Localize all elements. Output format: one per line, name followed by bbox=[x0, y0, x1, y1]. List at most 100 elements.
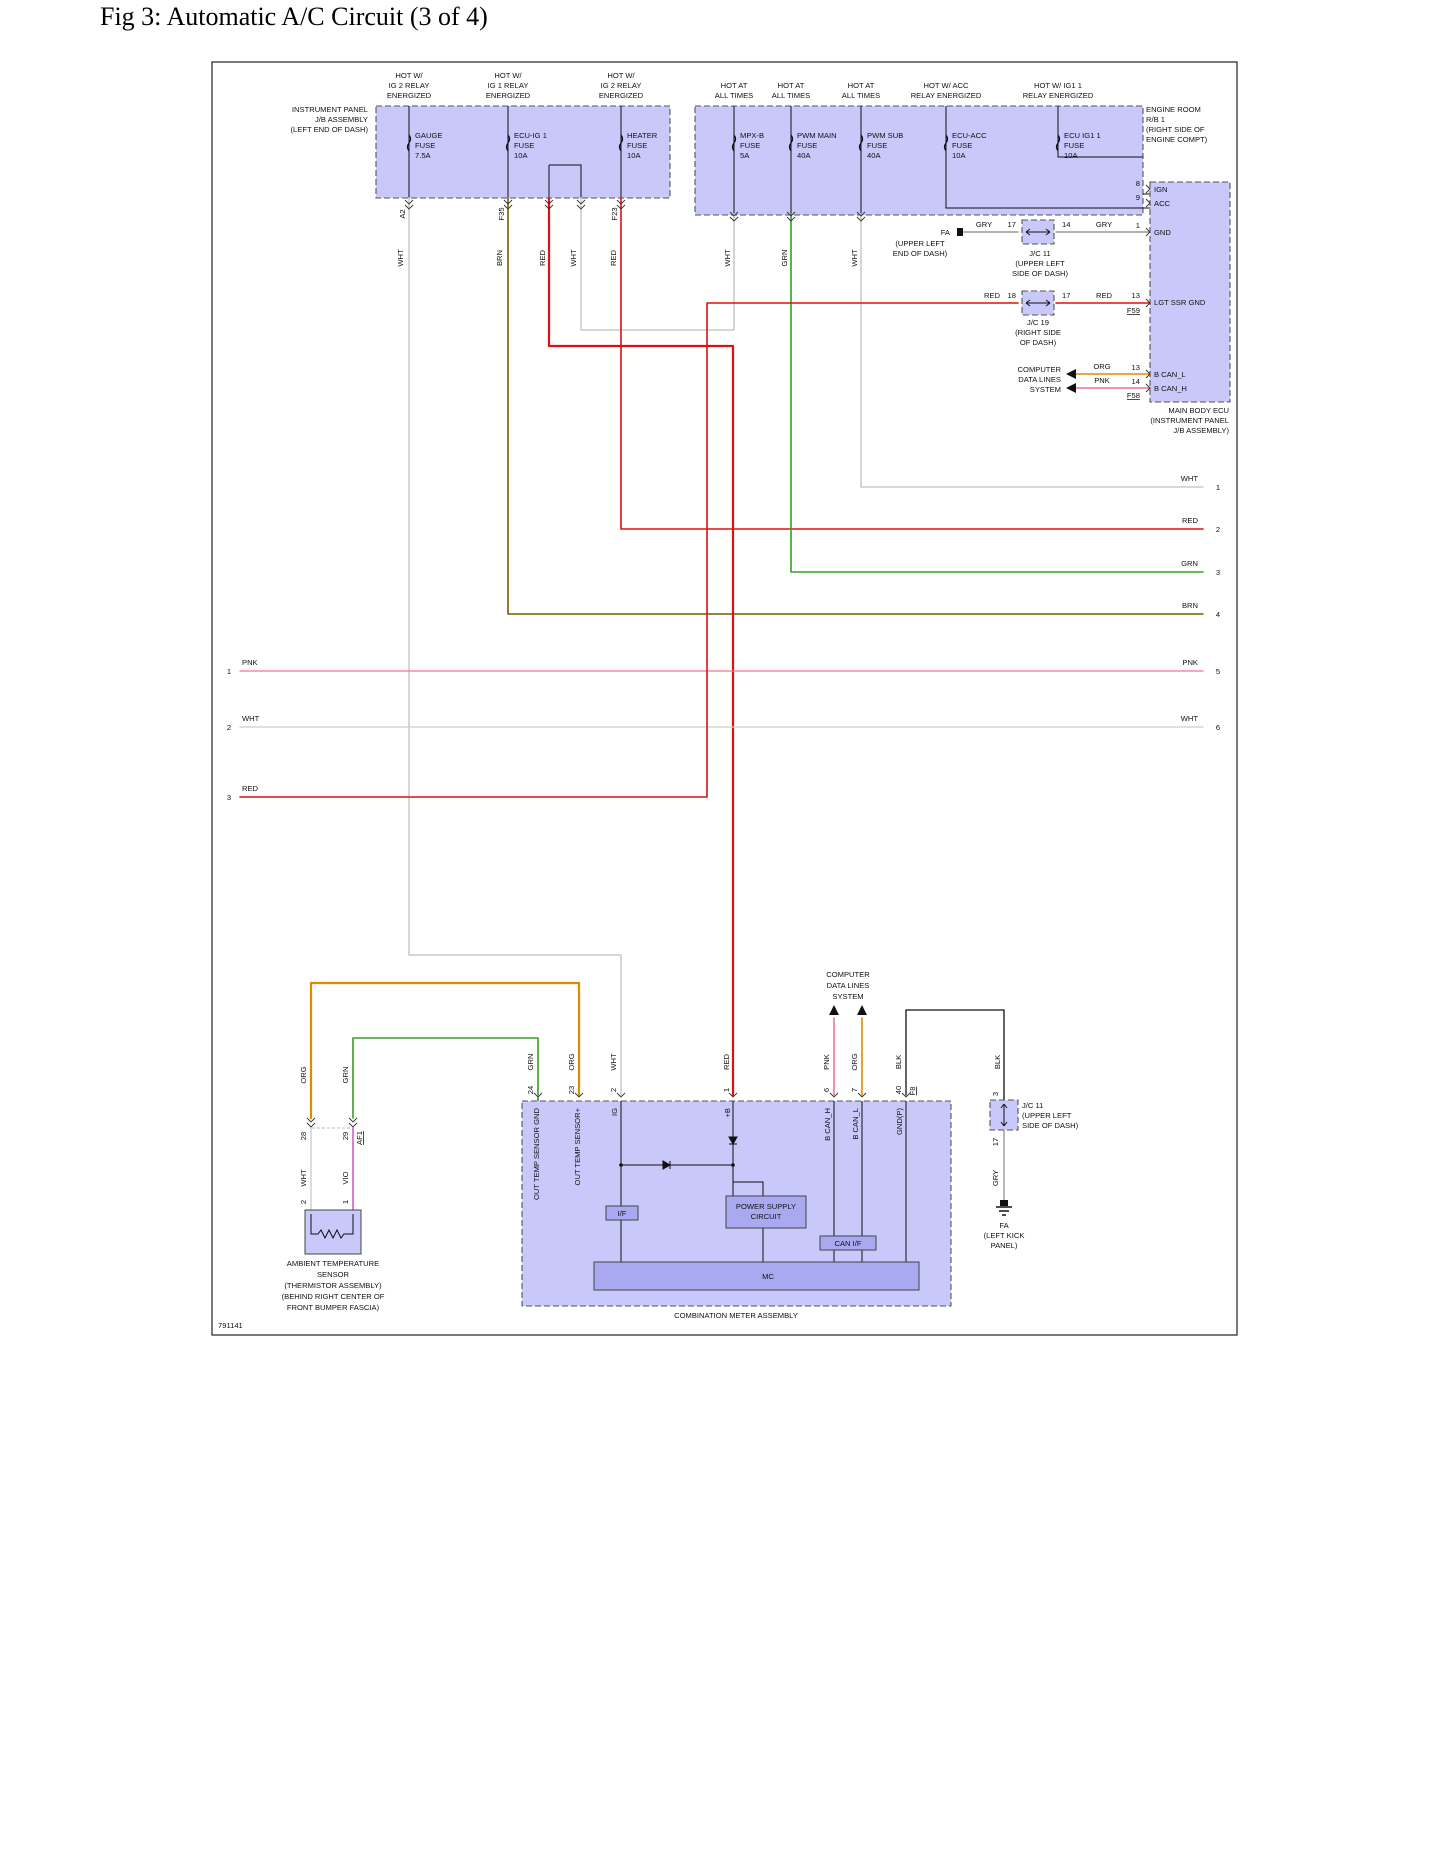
svg-text:ACC: ACC bbox=[1154, 199, 1171, 208]
svg-text:ECU-ACC: ECU-ACC bbox=[952, 131, 987, 140]
svg-text:(RIGHT SIDE: (RIGHT SIDE bbox=[1015, 328, 1061, 337]
svg-text:SENSOR: SENSOR bbox=[317, 1270, 350, 1279]
svg-text:COMPUTER: COMPUTER bbox=[1018, 365, 1062, 374]
svg-text:GRN: GRN bbox=[1181, 559, 1198, 568]
svg-text:GRN: GRN bbox=[341, 1067, 350, 1084]
svg-text:ALL TIMES: ALL TIMES bbox=[715, 91, 753, 100]
svg-text:5: 5 bbox=[1216, 667, 1220, 676]
ip-connector-labels: A2 F35 F23 WHT BRN RED WHT RED WHT GRN W… bbox=[396, 207, 859, 266]
svg-text:13: 13 bbox=[1132, 363, 1140, 372]
svg-text:MAIN BODY ECU: MAIN BODY ECU bbox=[1168, 406, 1229, 415]
svg-text:B CAN_L: B CAN_L bbox=[851, 1108, 860, 1140]
svg-text:SYSTEM: SYSTEM bbox=[1030, 385, 1061, 394]
jc19-circuit: RED 18 17 RED J/C 19 (RIGHT SIDE OF DASH… bbox=[984, 290, 1113, 347]
svg-text:ORG: ORG bbox=[850, 1053, 859, 1070]
svg-text:2: 2 bbox=[227, 723, 231, 732]
fuse-icon bbox=[1055, 134, 1061, 152]
svg-text:17: 17 bbox=[1008, 220, 1016, 229]
svg-text:J/B ASSEMBLY: J/B ASSEMBLY bbox=[315, 115, 368, 124]
svg-text:HOT AT: HOT AT bbox=[721, 81, 748, 90]
fuse-icon bbox=[618, 134, 624, 152]
svg-text:3: 3 bbox=[227, 793, 231, 802]
svg-text:F35: F35 bbox=[497, 207, 506, 220]
diode-icon bbox=[662, 1160, 672, 1170]
ground-point-icon bbox=[957, 228, 963, 236]
svg-text:FUSE: FUSE bbox=[514, 141, 534, 150]
diode-icon bbox=[728, 1136, 738, 1146]
svg-text:GRY: GRY bbox=[976, 220, 992, 229]
svg-text:(LEFT END OF DASH): (LEFT END OF DASH) bbox=[291, 125, 369, 134]
svg-text:B CAN_H: B CAN_H bbox=[1154, 384, 1187, 393]
svg-text:14: 14 bbox=[1062, 220, 1070, 229]
offpage-3: GRN 3 bbox=[1181, 559, 1220, 577]
svg-text:2: 2 bbox=[609, 1088, 618, 1092]
svg-text:ORG: ORG bbox=[567, 1053, 576, 1070]
svg-text:24: 24 bbox=[526, 1086, 535, 1094]
svg-text:ORG: ORG bbox=[299, 1066, 308, 1083]
svg-text:GAUGE: GAUGE bbox=[415, 131, 442, 140]
svg-text:3: 3 bbox=[1216, 568, 1220, 577]
svg-text:FUSE: FUSE bbox=[1064, 141, 1084, 150]
svg-text:4: 4 bbox=[1216, 610, 1220, 619]
svg-text:GRN: GRN bbox=[780, 250, 789, 267]
svg-text:GND: GND bbox=[1154, 228, 1171, 237]
svg-text:MC: MC bbox=[762, 1272, 774, 1281]
svg-text:23: 23 bbox=[567, 1086, 576, 1094]
svg-text:FUSE: FUSE bbox=[740, 141, 760, 150]
svg-text:8: 8 bbox=[1136, 179, 1140, 188]
svg-text:MPX-B: MPX-B bbox=[740, 131, 764, 140]
svg-text:ALL TIMES: ALL TIMES bbox=[842, 91, 880, 100]
svg-text:(UPPER LEFT: (UPPER LEFT bbox=[1022, 1111, 1072, 1120]
svg-text:FUSE: FUSE bbox=[867, 141, 887, 150]
svg-text:17: 17 bbox=[1062, 291, 1070, 300]
svg-text:(UPPER LEFT: (UPPER LEFT bbox=[1015, 259, 1065, 268]
fuse-icon bbox=[406, 134, 412, 152]
svg-text:PWM SUB: PWM SUB bbox=[867, 131, 903, 140]
svg-text:PWM MAIN: PWM MAIN bbox=[797, 131, 837, 140]
svg-text:CIRCUIT: CIRCUIT bbox=[751, 1212, 782, 1221]
svg-text:(INSTRUMENT PANEL: (INSTRUMENT PANEL bbox=[1150, 416, 1229, 425]
svg-text:RED: RED bbox=[242, 784, 259, 793]
svg-text:OUT TEMP SENSOR GND: OUT TEMP SENSOR GND bbox=[532, 1107, 541, 1200]
svg-text:AF1: AF1 bbox=[355, 1131, 364, 1145]
svg-text:GRN: GRN bbox=[526, 1054, 535, 1071]
svg-text:GRY: GRY bbox=[1096, 220, 1112, 229]
svg-text:6: 6 bbox=[822, 1088, 831, 1092]
fuse-symbol-icons bbox=[406, 134, 1061, 152]
svg-text:3: 3 bbox=[991, 1092, 1000, 1096]
svg-text:J/C 11: J/C 11 bbox=[1029, 249, 1050, 258]
svg-text:J/C 11: J/C 11 bbox=[1022, 1101, 1043, 1110]
svg-text:FA: FA bbox=[999, 1221, 1009, 1230]
svg-text:F59: F59 bbox=[1127, 306, 1140, 315]
svg-text:10A: 10A bbox=[1064, 151, 1078, 160]
svg-text:IG 2 RELAY: IG 2 RELAY bbox=[601, 81, 642, 90]
svg-text:FUSE: FUSE bbox=[415, 141, 435, 150]
svg-text:HOT W/ ACC: HOT W/ ACC bbox=[923, 81, 969, 90]
svg-text:RED: RED bbox=[609, 249, 618, 266]
svg-text:BLK: BLK bbox=[894, 1055, 903, 1069]
svg-text:(LEFT KICK: (LEFT KICK bbox=[984, 1231, 1025, 1240]
arrow-up-icon bbox=[829, 1005, 839, 1015]
computer-data-lower: COMPUTER DATA LINES SYSTEM bbox=[826, 970, 870, 1015]
svg-text:WHT: WHT bbox=[396, 249, 405, 267]
svg-text:14: 14 bbox=[1132, 377, 1140, 386]
svg-text:HOT AT: HOT AT bbox=[778, 81, 805, 90]
svg-text:INSTRUMENT PANEL: INSTRUMENT PANEL bbox=[292, 105, 368, 114]
svg-text:ENERGIZED: ENERGIZED bbox=[486, 91, 531, 100]
svg-text:+B: +B bbox=[723, 1108, 732, 1118]
instrument-panel-jb: INSTRUMENT PANEL J/B ASSEMBLY (LEFT END … bbox=[291, 105, 671, 199]
svg-text:COMBINATION METER ASSEMBLY: COMBINATION METER ASSEMBLY bbox=[674, 1311, 798, 1320]
svg-text:SIDE OF DASH): SIDE OF DASH) bbox=[1012, 269, 1069, 278]
svg-text:FRONT BUMPER FASCIA): FRONT BUMPER FASCIA) bbox=[287, 1303, 380, 1312]
svg-text:2: 2 bbox=[299, 1200, 308, 1204]
svg-text:7: 7 bbox=[850, 1088, 859, 1092]
